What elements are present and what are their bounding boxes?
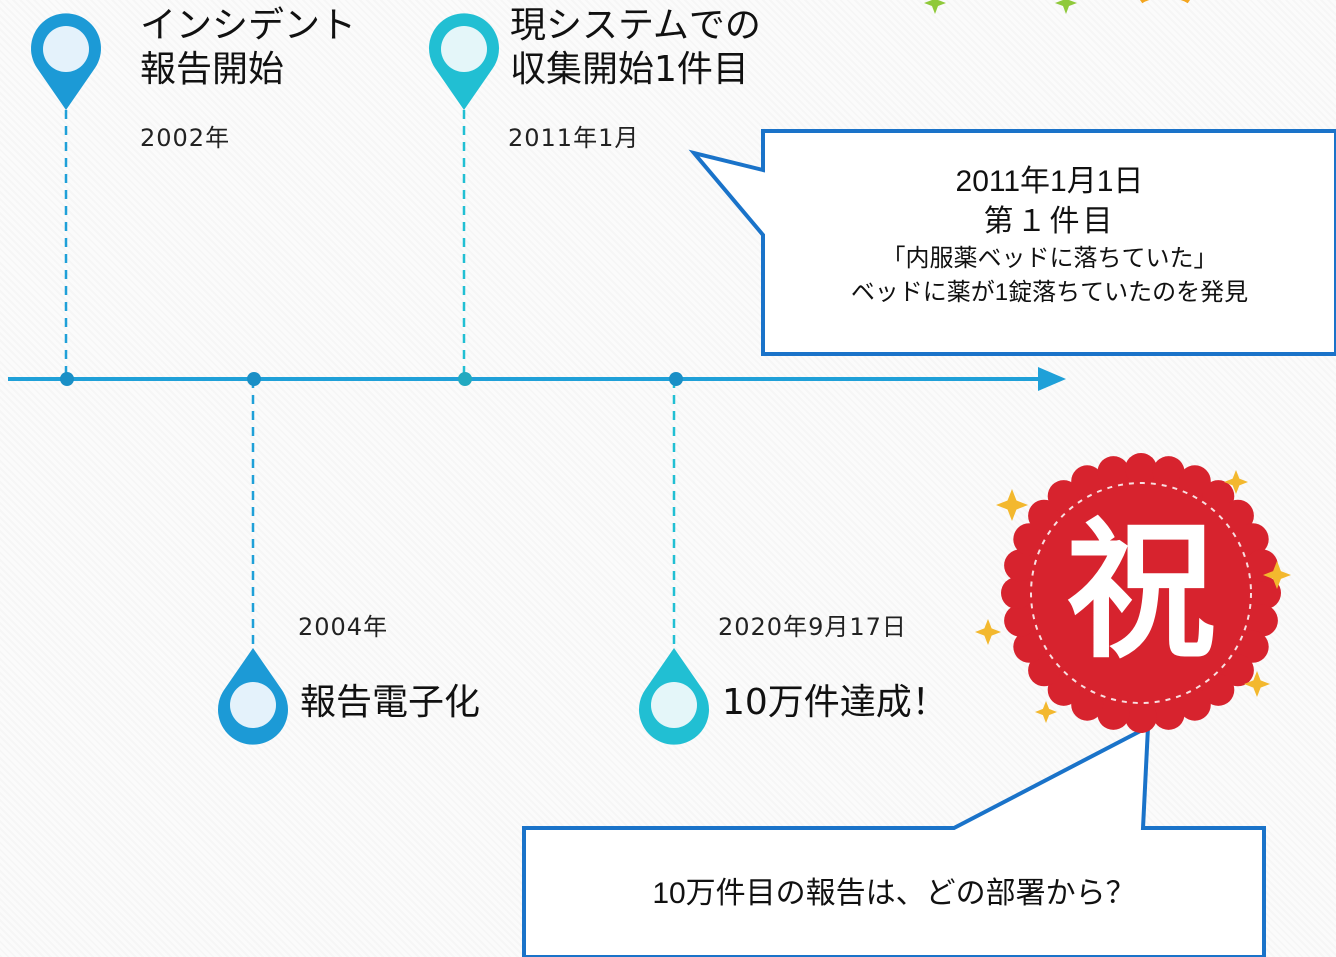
badge-scallop [1178, 688, 1211, 721]
first-report-callout [688, 129, 1336, 356]
badge-scallop [1071, 465, 1104, 498]
badge-scallop [1004, 549, 1037, 582]
badge-scallop [1245, 604, 1278, 637]
first-report-quote: 「内服薬ベッドに落ちていた」 [881, 245, 1218, 272]
badge-scallop [1202, 673, 1235, 706]
badge-scallop [1001, 577, 1033, 609]
event-title-2020: 10万件達成！ [722, 682, 948, 723]
question-callout [522, 723, 1266, 957]
axis-dot-2020 [669, 372, 683, 386]
first-report-label: 第１件目 [983, 205, 1116, 238]
badge-scallop [1071, 688, 1104, 721]
timeline-arrowhead [1038, 367, 1066, 391]
badge-scallop [1013, 523, 1046, 556]
star-icon [1224, 470, 1248, 494]
first-report-date: 2011年1月1日 [955, 165, 1144, 198]
event-title-2004: 報告電子化 [300, 682, 481, 723]
question-callout-text: 10万件目の報告は、どの部署から？ [652, 877, 1136, 910]
badge-scallop [1221, 654, 1254, 687]
star-icon [1263, 561, 1291, 589]
star-icon [975, 619, 1001, 645]
axis-dot-2002 [60, 372, 74, 386]
badge-scallop [1152, 456, 1185, 489]
first-report-callout-text: 2011年1月1日 第１件目 「内服薬ベッドに落ちていた」 ベッドに薬が1錠落ち… [765, 162, 1334, 310]
first-report-description: ベッドに薬が1錠落ちていたのを発見 [850, 279, 1249, 306]
badge-scallop [1202, 480, 1235, 513]
pin-marker-2002 [31, 13, 101, 110]
axis-dot-2011 [458, 372, 472, 386]
badge-scallop [1178, 465, 1211, 498]
badge-scallop [1249, 577, 1281, 609]
event-date-2004: 2004年 [298, 613, 389, 641]
badge-scallop [1097, 697, 1130, 730]
drop-marker-2004 [218, 648, 288, 745]
event-title-2002: インシデント 報告開始 [140, 4, 356, 92]
event-title-2002-line1: インシデント [140, 5, 357, 46]
sparkle-icon [924, 0, 1077, 14]
event-date-2020: 2020年9月17日 [718, 613, 907, 641]
badge-scallop [1125, 453, 1157, 485]
badge-scallop [1047, 480, 1080, 513]
badge-scallop [1028, 654, 1061, 687]
celebration-kanji: 祝 [1066, 505, 1216, 679]
badge-scallop [1221, 499, 1254, 532]
badge-scallop [1236, 630, 1269, 663]
event-title-2011-line1: 現システムでの [510, 5, 761, 46]
axis-dot-2004 [247, 372, 261, 386]
event-date-2011: 2011年1月 [508, 124, 640, 152]
badge-scallop [1013, 630, 1046, 663]
badge-scallop [1125, 701, 1157, 733]
star-icon [1035, 701, 1057, 723]
event-title-2002-line2: 報告開始 [140, 49, 285, 90]
event-title-2011-line2: 収集開始1件目 [510, 49, 749, 90]
badge-scallop [1097, 456, 1130, 489]
drop-marker-2020 [639, 648, 709, 745]
celebration-badge: 祝 [1001, 453, 1281, 733]
badge-scallop [1047, 673, 1080, 706]
event-title-2011: 現システムでの 収集開始1件目 [510, 4, 761, 92]
star-icon [1244, 671, 1270, 697]
badge-scallop [1028, 499, 1061, 532]
event-date-2002: 2002年 [140, 124, 231, 152]
badge-scallop [1004, 604, 1037, 637]
star-icon [996, 489, 1028, 521]
badge-scallop [1236, 523, 1269, 556]
pin-marker-2011 [429, 13, 499, 110]
badge-scallop [1152, 697, 1185, 730]
